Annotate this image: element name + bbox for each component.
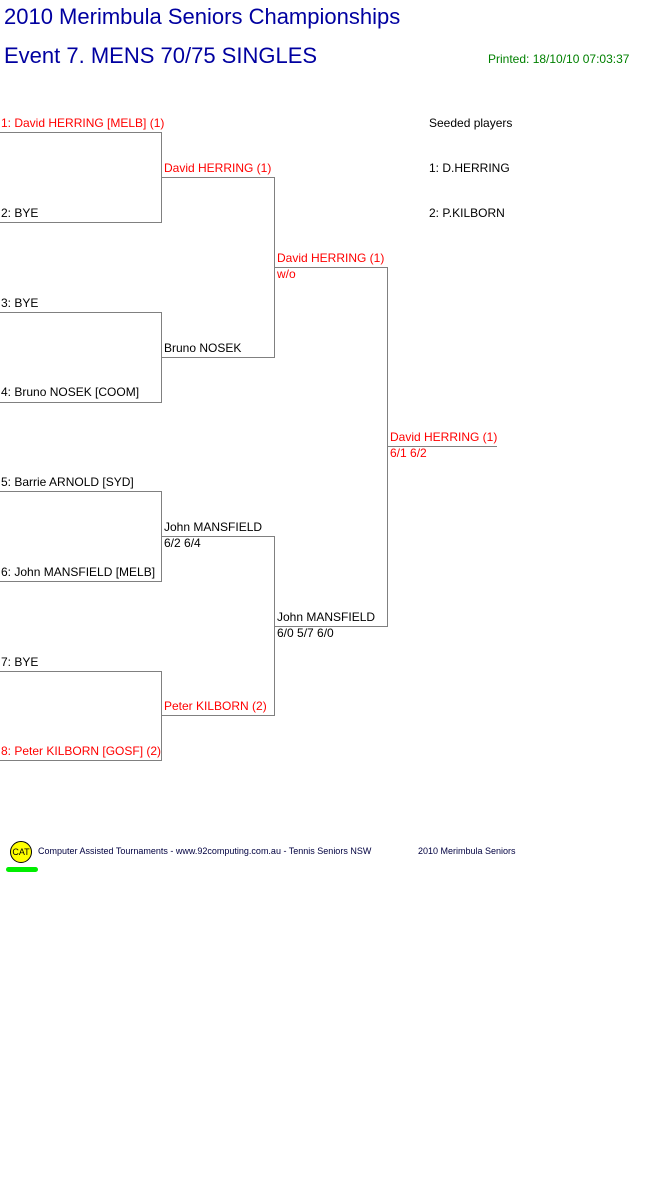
- footer-credit: Computer Assisted Tournaments - www.92co…: [38, 846, 372, 856]
- seeded-players-heading: Seeded players: [429, 116, 513, 130]
- round2-winner-3: John MANSFIELD: [164, 520, 263, 534]
- semi-score-1: w/o: [277, 267, 296, 281]
- champion-name: David HERRING (1): [390, 430, 498, 444]
- seed-1: 1: D.HERRING: [429, 161, 510, 175]
- footer-tournament: 2010 Merimbula Seniors: [418, 846, 516, 856]
- round2-winner-4: Peter KILBORN (2): [164, 699, 267, 713]
- round2-winner-1: David HERRING (1): [164, 161, 272, 175]
- draw-slot-1: 1: David HERRING [MELB] (1): [1, 116, 165, 130]
- event-title: Event 7. MENS 70/75 SINGLES: [4, 43, 318, 68]
- semi-winner-1: David HERRING (1): [277, 251, 385, 265]
- round2-score-3: 6/2 6/4: [164, 536, 201, 550]
- draw-slot-5: 5: Barrie ARNOLD [SYD]: [1, 475, 134, 489]
- draw-slot-4: 4: Bruno NOSEK [COOM]: [1, 385, 140, 399]
- semi-score-2: 6/0 5/7 6/0: [277, 626, 334, 640]
- cat-logo-icon: CAT: [10, 841, 32, 863]
- draw-slot-8: 8: Peter KILBORN [GOSF] (2): [1, 744, 162, 758]
- tournament-title: 2010 Merimbula Seniors Championships: [4, 4, 401, 29]
- seed-2: 2: P.KILBORN: [429, 206, 505, 220]
- printed-timestamp: Printed: 18/10/10 07:03:37: [488, 52, 630, 66]
- semi-winner-2: John MANSFIELD: [277, 610, 376, 624]
- draw-slot-3: 3: BYE: [1, 296, 39, 310]
- champion-score: 6/1 6/2: [390, 446, 427, 460]
- draw-slot-2: 2: BYE: [1, 206, 39, 220]
- logo-underline: [6, 867, 38, 872]
- draw-slot-6: 6: John MANSFIELD [MELB]: [1, 565, 156, 579]
- round2-winner-2: Bruno NOSEK: [164, 341, 242, 355]
- draw-slot-7: 7: BYE: [1, 655, 39, 669]
